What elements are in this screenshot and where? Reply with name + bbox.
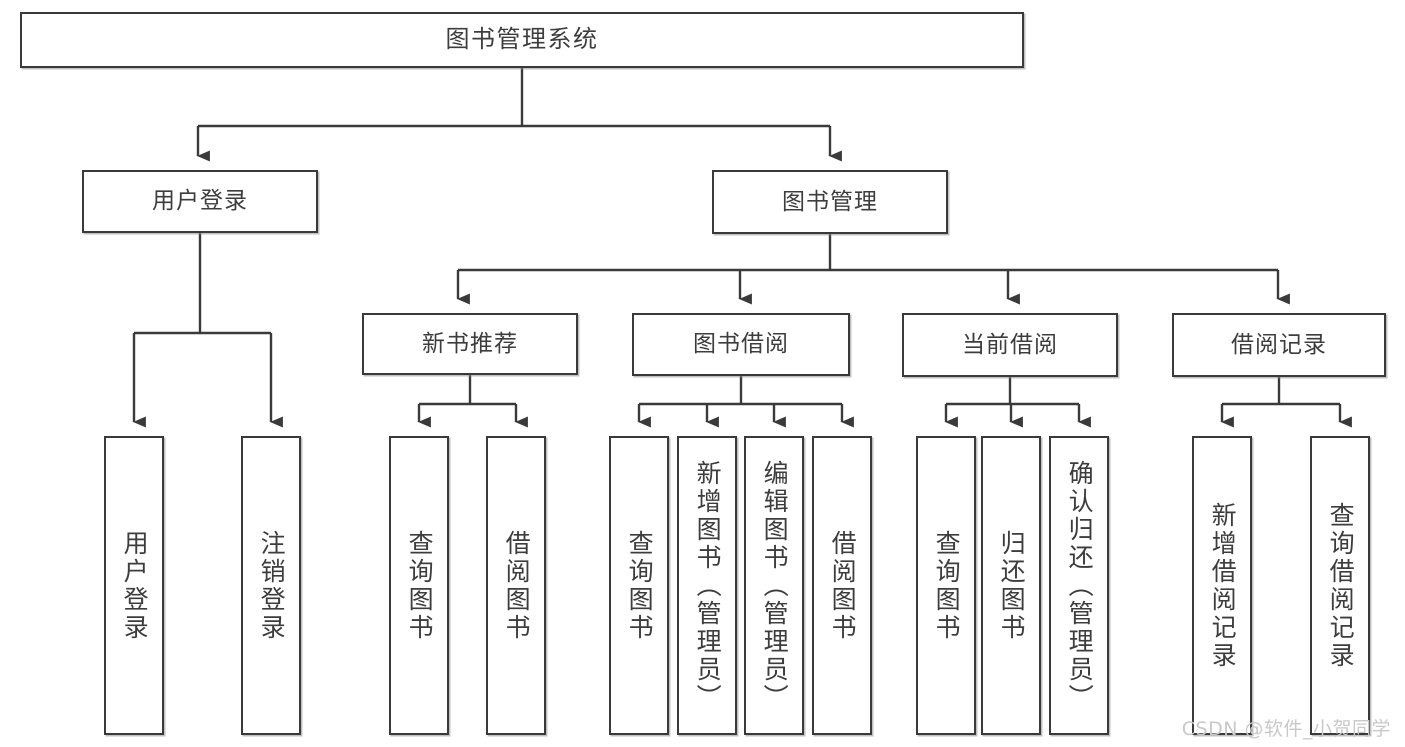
node-label: 图书管理系统	[445, 25, 599, 54]
node-borrow-record[interactable]: 借阅记录	[1172, 313, 1386, 377]
node-label: 图书借阅	[693, 331, 789, 358]
node-label: 查询图书	[405, 529, 435, 642]
node-book-management[interactable]: 图书管理	[712, 170, 948, 234]
node-label: 借阅记录	[1231, 331, 1327, 358]
leaf-logout-login[interactable]: 注销登录	[241, 436, 301, 735]
leaf-add-borrow-record[interactable]: 新增借阅记录	[1192, 436, 1252, 735]
leaf-query-book-2[interactable]: 查询图书	[609, 436, 669, 735]
node-root-book-management-system[interactable]: 图书管理系统	[20, 12, 1024, 68]
node-label: 查询图书	[932, 529, 962, 642]
node-label: 查询借阅记录	[1326, 501, 1356, 670]
node-label: 用户登录	[152, 188, 248, 215]
node-label: 新增借阅记录	[1208, 501, 1238, 670]
leaf-borrow-book-2[interactable]: 借阅图书	[812, 436, 872, 735]
leaf-borrow-book-1[interactable]: 借阅图书	[486, 436, 546, 735]
node-label: 图书管理	[782, 188, 878, 215]
node-label: 编辑图书（管理员）	[760, 459, 790, 712]
leaf-return-book[interactable]: 归还图书	[981, 436, 1041, 735]
node-label: 归还图书	[997, 529, 1027, 642]
leaf-confirm-return[interactable]: 确认归还（管理员）	[1049, 436, 1109, 735]
node-label: 当前借阅	[962, 331, 1058, 358]
node-label: 新增图书（管理员）	[693, 459, 723, 712]
leaf-add-book[interactable]: 新增图书（管理员）	[677, 436, 737, 735]
node-book-borrow[interactable]: 图书借阅	[632, 313, 850, 376]
node-label: 注销登录	[257, 529, 287, 642]
node-label: 借阅图书	[828, 529, 858, 642]
csdn-watermark: CSDN @软件_小贺同学	[1181, 718, 1391, 740]
node-label: 查询图书	[625, 529, 655, 642]
node-new-book-recommend[interactable]: 新书推荐	[362, 313, 578, 375]
leaf-query-borrow-record[interactable]: 查询借阅记录	[1310, 436, 1370, 735]
node-label: 借阅图书	[502, 529, 532, 642]
leaf-query-book-3[interactable]: 查询图书	[916, 436, 976, 735]
leaf-user-login[interactable]: 用户登录	[104, 436, 164, 735]
leaf-edit-book[interactable]: 编辑图书（管理员）	[744, 436, 804, 735]
node-label: 新书推荐	[422, 330, 518, 357]
node-current-borrow[interactable]: 当前借阅	[902, 313, 1118, 377]
node-label: 确认归还（管理员）	[1065, 459, 1095, 712]
node-user-login[interactable]: 用户登录	[82, 170, 318, 233]
leaf-query-book-1[interactable]: 查询图书	[389, 436, 449, 735]
node-label: 用户登录	[120, 529, 150, 642]
